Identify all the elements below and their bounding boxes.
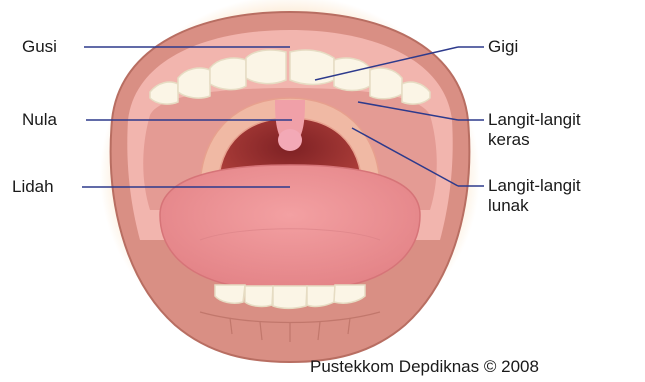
label-langit-lunak-line1: Langit-langit — [488, 176, 581, 196]
label-nula: Nula — [22, 110, 57, 130]
label-langit-lunak-line2: lunak — [488, 196, 581, 216]
label-langit-keras: Langit-langit keras — [488, 110, 581, 150]
tongue — [160, 165, 420, 290]
label-gigi: Gigi — [488, 37, 518, 57]
label-gusi: Gusi — [22, 37, 57, 57]
label-langit-keras-line1: Langit-langit — [488, 110, 581, 130]
label-lidah: Lidah — [12, 177, 54, 197]
label-langit-lunak: Langit-langit lunak — [488, 176, 581, 216]
label-langit-keras-line2: keras — [488, 130, 581, 150]
credit-text: Pustekkom Depdiknas © 2008 — [310, 357, 539, 377]
